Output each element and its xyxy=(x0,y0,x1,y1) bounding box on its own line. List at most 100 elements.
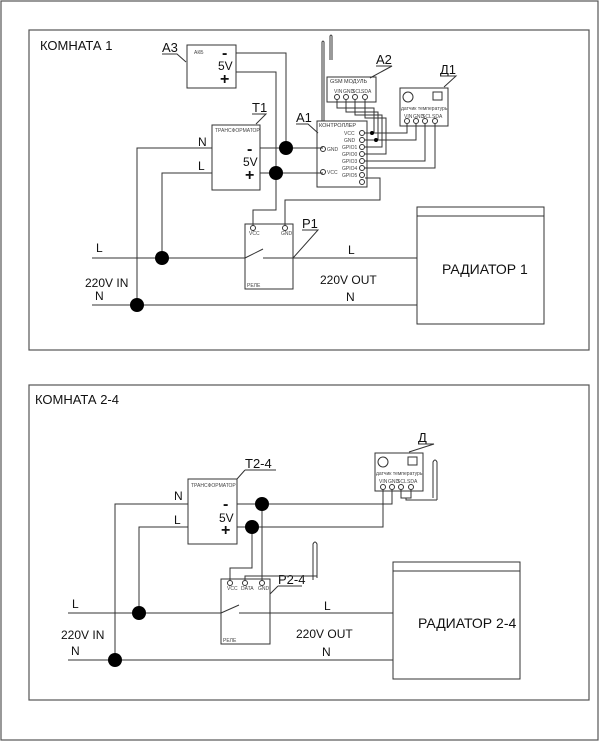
mains-n-out-label: N xyxy=(346,290,355,304)
gsm-module-a2: GSM МОДУЛЬ VIN GND SCL SDA A2 xyxy=(326,34,393,103)
transformer-l-label: L xyxy=(198,159,205,173)
svg-text:SCL: SCL xyxy=(352,89,362,95)
transformer-ref-label: T1 xyxy=(252,100,267,115)
svg-text:VIN: VIN xyxy=(379,479,388,485)
svg-text:SCL: SCL xyxy=(422,114,432,120)
svg-text:GPIO0: GPIO0 xyxy=(342,152,358,158)
svg-text:VIN: VIN xyxy=(334,89,343,95)
mains-l-out-label: L xyxy=(324,599,331,613)
svg-text:GND: GND xyxy=(343,89,355,95)
mains-out-label: 220V OUT xyxy=(320,273,377,287)
relay-ref-label: P1 xyxy=(302,216,318,231)
room-1-panel: КОМНАТА 1 АКБ - 5V + A3 ТРАНСФОРМАТОР - … xyxy=(28,29,590,351)
radiator-1-label: РАДИАТОР 1 xyxy=(442,261,528,277)
radiator-2-4-label: РАДИАТОР 2-4 xyxy=(418,615,516,631)
transformer-plus: + xyxy=(245,167,254,184)
transformer-voltage: 5V xyxy=(219,511,234,525)
transformer-n-label: N xyxy=(174,489,183,503)
sensor-icon xyxy=(377,456,389,468)
battery-name: АКБ xyxy=(194,50,204,56)
svg-text:GPIO5: GPIO5 xyxy=(342,173,358,179)
junction-dot xyxy=(269,166,283,180)
relay-name: РЕЛЕ xyxy=(247,283,261,289)
transformer-name: ТРАНСФОРМАТОР xyxy=(191,483,236,489)
svg-text:GND: GND xyxy=(344,138,356,144)
transformer-ref-label: T2-4 xyxy=(245,456,272,471)
svg-text:VIN: VIN xyxy=(404,114,413,120)
svg-text:VCC: VCC xyxy=(249,231,260,237)
battery-plus: + xyxy=(220,71,229,88)
mains-l-in-label: L xyxy=(96,241,103,255)
battery-voltage: 5V xyxy=(218,59,233,73)
relay-name: РЕЛЕ xyxy=(223,638,237,644)
antenna-icon xyxy=(312,541,318,580)
relay-switch-icon xyxy=(220,604,240,614)
room-1-title: КОМНАТА 1 xyxy=(40,38,112,53)
transformer-n-label: N xyxy=(198,135,207,149)
temp-sensor-d1: датчик температуры VIN GND SCL SDA Д1 xyxy=(399,62,458,127)
transformer-t1: ТРАНСФОРМАТОР - 5V + N L T1 xyxy=(198,100,268,191)
transformer-plus: + xyxy=(221,522,230,539)
svg-text:SDA: SDA xyxy=(432,114,443,120)
relay-ref-label: P2-4 xyxy=(278,572,305,587)
transformer-voltage: 5V xyxy=(243,155,258,169)
svg-text:GND: GND xyxy=(258,586,270,592)
svg-text:VCC: VCC xyxy=(344,131,355,137)
transformer-minus: - xyxy=(223,496,228,513)
mains-in-label: 220V IN xyxy=(61,628,104,642)
svg-text:VCC: VCC xyxy=(327,170,338,176)
junction-dot xyxy=(279,141,293,155)
antenna-icon xyxy=(329,34,333,60)
mains-l-in-label: L xyxy=(72,597,79,611)
transformer-l-label: L xyxy=(174,513,181,527)
radiator-1: РАДИАТОР 1 xyxy=(416,206,545,325)
relay-switch-icon xyxy=(244,248,264,259)
mains-l-out-label: L xyxy=(348,243,355,257)
svg-text:GPIO1: GPIO1 xyxy=(342,145,358,151)
sensor-ref-label: Д1 xyxy=(440,62,456,77)
svg-text:GND: GND xyxy=(413,114,425,120)
transformer-minus: - xyxy=(247,141,252,158)
mains-n-in-label: N xyxy=(95,289,104,303)
room-2-4-panel: КОМНАТА 2-4 ТРАНСФОРМАТОР - 5V + N L T2-… xyxy=(28,384,590,701)
wires-room-1 xyxy=(92,52,436,312)
junction-dot xyxy=(108,653,122,667)
controller-ref-label: A1 xyxy=(296,110,312,125)
svg-text:SDA: SDA xyxy=(407,479,418,485)
svg-text:DATA: DATA xyxy=(241,586,254,592)
svg-text:GPIO4: GPIO4 xyxy=(342,166,358,172)
junction-dot xyxy=(130,298,144,312)
mains-out-label: 220V OUT xyxy=(296,627,353,641)
relay-p2-4: VCC DATA GND РЕЛЕ P2-4 xyxy=(220,541,318,645)
mains-in-label: 220V IN xyxy=(85,276,128,290)
gsm-name: GSM МОДУЛЬ xyxy=(330,79,368,85)
mains-n-in-label: N xyxy=(71,644,80,658)
room-2-4-frame xyxy=(28,384,590,701)
junction-dot xyxy=(155,251,169,265)
battery-ref-label: A3 xyxy=(162,40,178,55)
svg-text:VCC: VCC xyxy=(227,586,238,592)
battery-a3: АКБ - 5V + A3 xyxy=(162,40,237,89)
sensor-ref-label: Д xyxy=(418,430,427,445)
relay-p1: VCC GND РЕЛЕ P1 xyxy=(244,216,320,290)
radiator-2-4: РАДИАТОР 2-4 xyxy=(392,561,521,680)
gsm-ref-label: A2 xyxy=(376,52,392,67)
svg-text:GND: GND xyxy=(281,231,293,237)
transformer-name: ТРАНСФОРМАТОР xyxy=(215,128,260,134)
svg-text:GND: GND xyxy=(388,479,400,485)
junction-dot xyxy=(255,497,269,511)
controller-a1: КОНТРОЛЛЕР GND VCC VCC GND GPIO1 GPIO0 G… xyxy=(296,40,368,188)
room-1-frame xyxy=(28,29,590,351)
junction-dot xyxy=(132,606,146,620)
antenna-icon xyxy=(432,459,438,500)
mains-n-out-label: N xyxy=(322,645,331,659)
svg-text:SDA: SDA xyxy=(361,89,372,95)
svg-text:GND: GND xyxy=(327,147,339,153)
battery-minus: - xyxy=(222,45,227,62)
sensor-name: датчик температуры xyxy=(401,106,449,112)
svg-text:GPIO3: GPIO3 xyxy=(342,159,358,165)
sensor-name: датчик температуры xyxy=(376,471,424,477)
junction-dot xyxy=(245,520,259,534)
wires-room-2-4 xyxy=(68,490,437,667)
